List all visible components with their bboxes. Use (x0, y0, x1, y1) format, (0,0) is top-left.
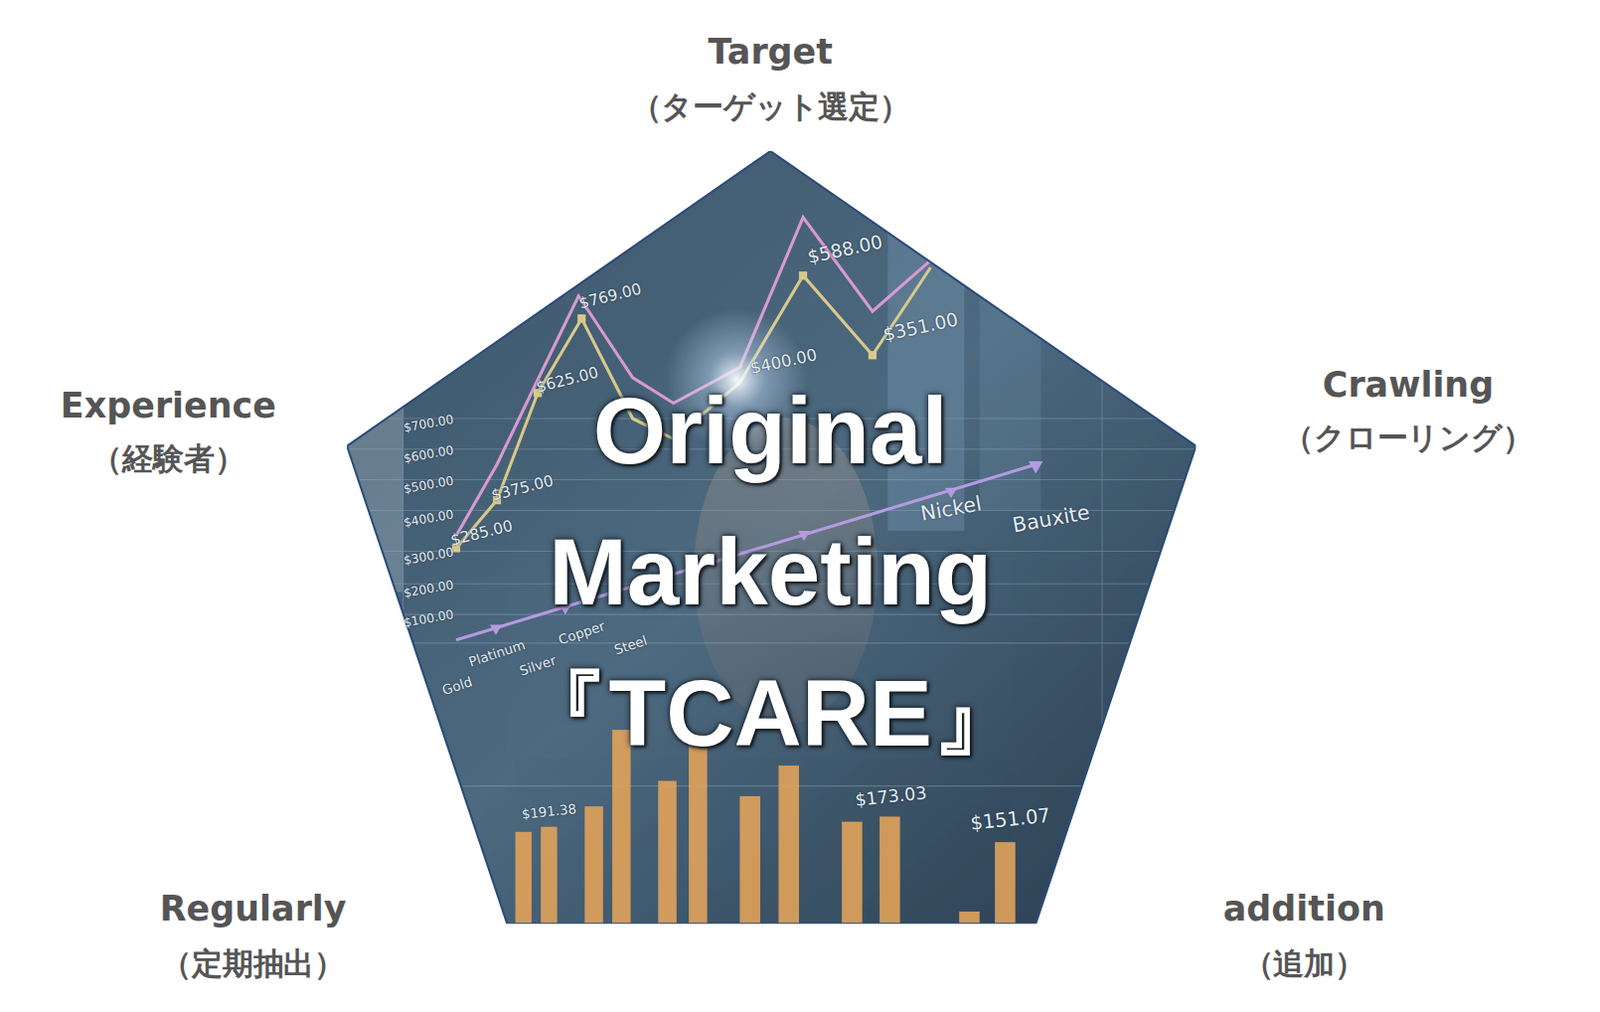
axis-label: （定期抽出） (160, 943, 345, 985)
axis-label: （追加） (1243, 943, 1366, 985)
axis-label: （ターゲット選定） (631, 86, 911, 129)
axis-label: addition (1223, 887, 1386, 929)
axis-label: Regularly (160, 887, 347, 929)
axis-label: Crawling (1322, 364, 1494, 406)
axis-label: Target (708, 30, 833, 72)
axis-label: （クローリング） (1282, 417, 1534, 460)
title-text: Original Marketing 『TCARE』 (474, 359, 1067, 783)
axis-label: （経験者） (91, 438, 245, 480)
axis-label: Experience (60, 384, 277, 426)
